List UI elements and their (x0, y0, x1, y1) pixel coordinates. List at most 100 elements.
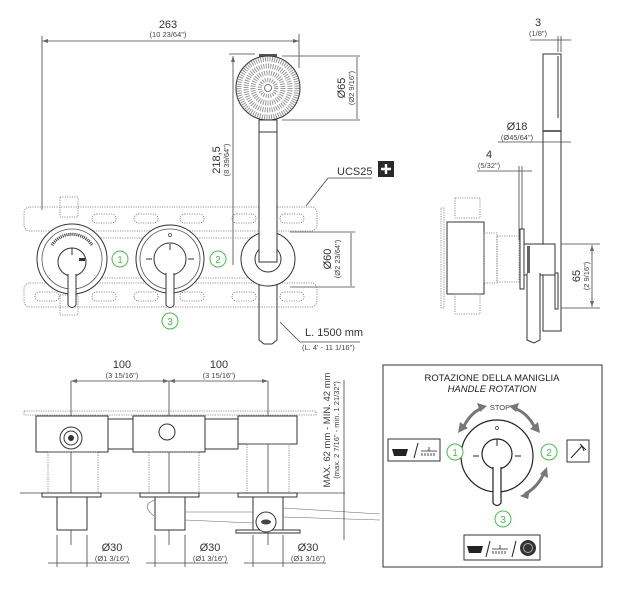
spacing-1-imperial: (3 15/16") (106, 371, 139, 380)
clip-side (554, 272, 559, 310)
knob-stop (79, 258, 85, 261)
diverter-lever (165, 273, 175, 308)
leader-line (305, 177, 329, 207)
handle-neck (258, 119, 278, 133)
width-dim-value: 263 (159, 19, 177, 31)
valve-cartridge (496, 235, 520, 283)
hose (184, 511, 254, 524)
callout-3-label: 3 (167, 317, 173, 328)
model-label: UCS25 (337, 166, 372, 178)
flange-dia-imperial: (Ø2 23/64") (333, 239, 342, 278)
arrow-icon (590, 245, 594, 251)
callout-2 (209, 250, 227, 268)
front-view: 263 (10 23/64") 218,5 (8 39/64") Ø65 (Ø2… (23, 19, 394, 352)
body-jet-inner (523, 543, 533, 553)
depth-range-value: MAX. 62 mm - MIN. 42 mm (322, 372, 333, 487)
plate-imperial: (5/32") (478, 161, 501, 170)
connector (204, 418, 239, 450)
overhead-shower-glyph (421, 447, 437, 456)
cover-rosette (139, 492, 200, 498)
height-dim-imperial: (8 39/64") (222, 143, 231, 176)
connector (107, 418, 134, 450)
spindle-core (68, 435, 74, 441)
hose-side (526, 273, 541, 344)
head-center (264, 84, 272, 92)
clip-top (59, 196, 79, 218)
handle-top (56, 496, 88, 531)
panel-title-it: ROTAZIONE DELLA MANIGLIA (425, 373, 561, 384)
logo-mark (261, 519, 271, 525)
diverter-spindle (158, 423, 176, 441)
stop-label: STOP (490, 403, 510, 412)
outlet-1-imperial: (Ø1 3/16") (95, 554, 130, 563)
arrow-icon (163, 379, 169, 383)
arrow-icon (293, 39, 299, 43)
bathtub-glyph (467, 546, 483, 553)
overhead-shower-glyph (492, 545, 508, 554)
plate-slots (34, 213, 305, 302)
handle-top (154, 496, 186, 531)
hose-length-value: L. 1500 mm (305, 327, 363, 339)
wall-line (440, 207, 445, 309)
outlet-dims (48, 535, 326, 567)
spacing-2-value: 100 (210, 359, 228, 371)
position-1-badge (446, 443, 464, 461)
nozzle-ring (236, 56, 300, 120)
valve-body (446, 221, 485, 295)
callout-3 (161, 312, 179, 330)
handle-dia-value: Ø18 (507, 121, 528, 133)
clip-bottom (59, 294, 79, 316)
flange-dia-value: Ø60 (322, 249, 334, 270)
connector-top (454, 197, 481, 219)
width-dim-imperial: (10 23/64") (150, 30, 187, 39)
top-view: 100 (3 15/16") 100 (3 15/16") (20, 359, 381, 567)
sleeve (148, 451, 200, 495)
arrow-icon (262, 379, 268, 383)
position-1-label: 1 (452, 448, 458, 459)
outlet-3-imperial: (Ø1 3/16") (291, 554, 326, 563)
outlet-2-imperial: (Ø1 3/16") (193, 554, 228, 563)
depth-range-imperial: (max. 2 7/16" - min. 1 21/32") (332, 381, 341, 479)
handle-shaft (258, 131, 278, 263)
valve-spindle (483, 232, 498, 284)
valve-body-right (237, 415, 298, 445)
position-2-label: 2 (546, 448, 552, 459)
spacing-1-value: 100 (113, 359, 131, 371)
thickness-value: 3 (535, 17, 541, 29)
stop-dot (168, 233, 172, 237)
cover-rosette (237, 492, 298, 498)
leader-line (279, 321, 301, 343)
holder-height-value: 65 (571, 270, 583, 282)
head-dia-imperial: (Ø2 9/16") (347, 70, 356, 105)
spacing-2-imperial: (3 15/16") (203, 371, 236, 380)
slash-glyph (511, 540, 517, 558)
sleeve (47, 451, 99, 495)
rotation-arrow-right-icon (509, 403, 540, 433)
stop-dot (495, 426, 499, 430)
handle-lever-arc (146, 499, 156, 517)
callout-1 (111, 250, 129, 268)
hand-shower-top (282, 507, 381, 521)
cover-rosette (41, 492, 102, 498)
hose-length-imperial: (L. 4' - 11 1/16") (302, 343, 355, 352)
outlet-2-value: Ø30 (200, 542, 221, 554)
panel-title-en: HANDLE ROTATION (448, 384, 537, 395)
holder-height-imperial: (2 9/16") (582, 261, 591, 290)
outlet-3-value: Ø30 (298, 542, 319, 554)
body-jet-glyph (520, 540, 536, 556)
cover-plate (519, 228, 525, 290)
rotation-panel: ROTAZIONE DELLA MANIGLIA HANDLE ROTATION… (382, 364, 603, 568)
hand-shower-glyph (570, 443, 587, 459)
height-dim-value: 218,5 (211, 146, 223, 174)
plus-glyph (381, 164, 391, 174)
slash-glyph (413, 442, 419, 459)
plate-value: 4 (486, 149, 492, 161)
handle-dia-imperial: (Ø45/64") (501, 133, 534, 142)
bathtub-glyph (392, 449, 408, 456)
dial-lever (492, 467, 502, 507)
arrow-icon (42, 39, 48, 43)
callout-1-label: 1 (117, 255, 123, 266)
arrow-icon (590, 301, 594, 307)
arrow-icon (231, 56, 235, 62)
